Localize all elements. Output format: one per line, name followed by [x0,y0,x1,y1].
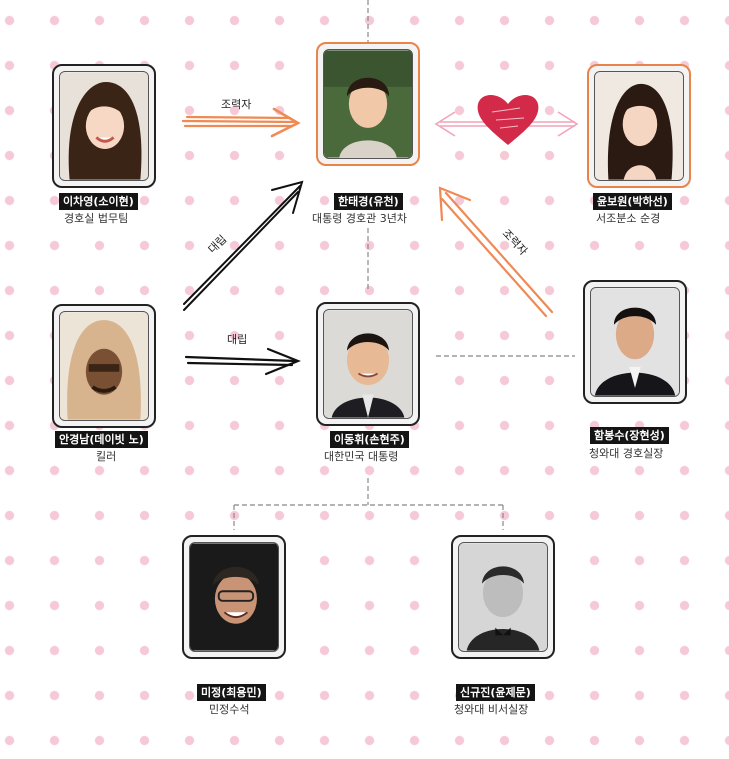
portrait-shin [451,535,555,659]
portrait-lee-cy [52,64,156,188]
portrait-lee-dh [316,302,420,426]
name-han: 한태경(유천) [334,193,403,210]
heart-icon [477,95,539,145]
portrait-han-image [324,50,412,158]
arrow-ham-to-han [438,186,554,318]
arrow-lee-cy-to-han [181,107,301,138]
name-yoon: 윤보원(박하선) [593,193,672,210]
portrait-yoon [587,64,691,188]
name-shin: 신규진(윤제문) [456,684,535,701]
portrait-mi [182,535,286,659]
name-mi: 미정(최용민) [197,684,266,701]
portrait-ham [583,280,687,404]
role-lee-cy: 경호실 법무팀 [64,212,129,225]
role-lee-dh: 대한민국 대통령 [324,450,399,463]
portrait-han [316,42,420,166]
name-lee-cy: 이차영(소이현) [59,193,138,210]
role-shin: 청와대 비서실장 [454,703,529,716]
name-lee-dh: 이동휘(손현주) [330,431,409,448]
arrow-ahn-to-han [183,180,304,311]
role-ham: 청와대 경호실장 [589,447,664,460]
role-han: 대통령 경호관 3년차 [312,212,407,225]
relation-label-lee-cy-han: 조력자 [221,98,252,111]
name-ahn: 안경남(데이빗 노) [55,431,148,448]
relation-label-ahn-lee-dh: 대립 [227,333,248,346]
name-ham: 함봉수(장현성) [590,427,669,444]
arrow-ahn-to-lee-dh [184,347,301,376]
role-ahn: 킬러 [96,450,117,463]
role-yoon: 서조분소 순경 [596,212,661,225]
role-mi: 민정수석 [209,703,250,716]
portrait-ahn [52,304,156,428]
